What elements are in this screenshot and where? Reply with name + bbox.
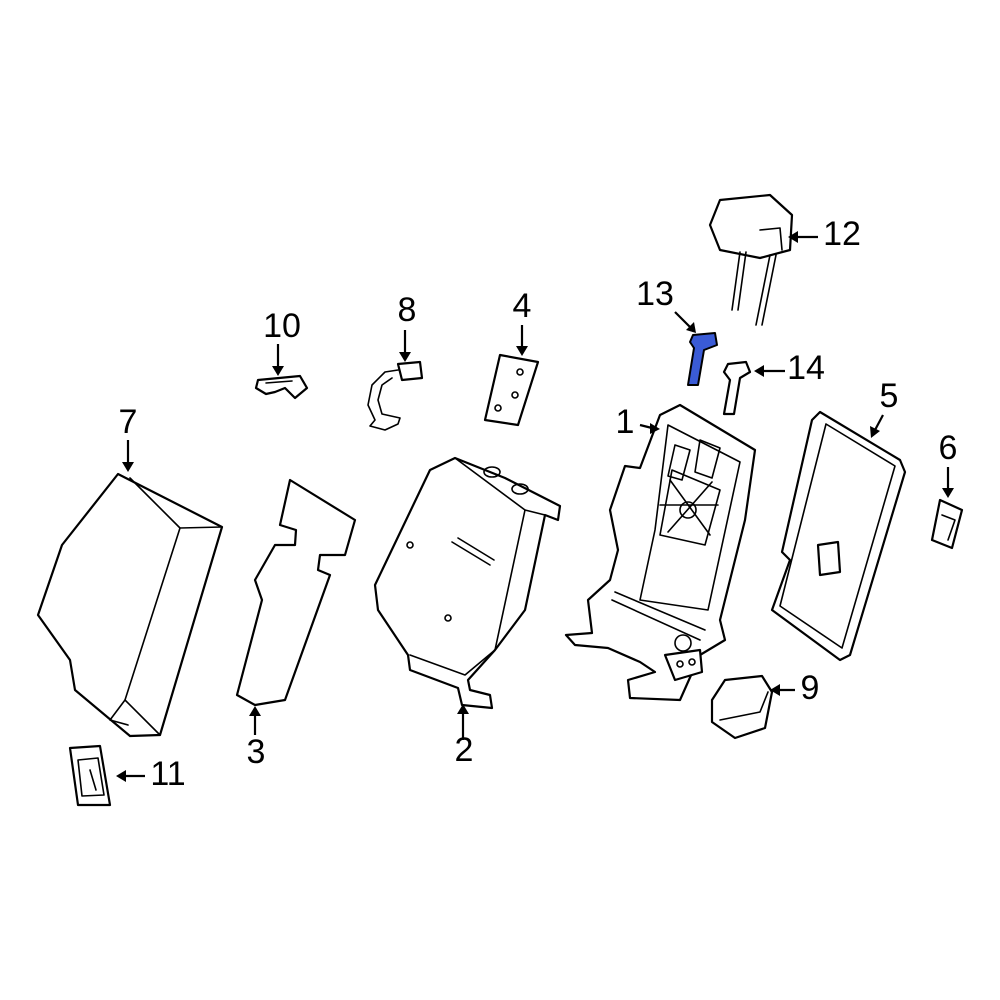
callout-5: 5 xyxy=(880,377,899,415)
callout-10: 10 xyxy=(263,307,301,345)
part-10-clip[interactable] xyxy=(254,374,309,400)
part-4-plate[interactable] xyxy=(483,353,540,427)
part-5-back-panel[interactable] xyxy=(770,410,907,662)
part-12-headrest[interactable] xyxy=(708,193,794,326)
part-7-seatback-cover[interactable] xyxy=(36,472,224,738)
callout-9: 9 xyxy=(801,669,820,707)
part-2-seatback-frame[interactable] xyxy=(373,456,562,710)
callout-1: 1 xyxy=(616,403,635,441)
callout-2: 2 xyxy=(455,731,474,769)
callout-13: 13 xyxy=(636,275,674,313)
callout-arrows xyxy=(116,231,954,782)
part-1-frame[interactable] xyxy=(564,403,757,702)
callout-6: 6 xyxy=(939,429,958,467)
part-6-clip[interactable] xyxy=(930,498,964,550)
callout-11: 11 xyxy=(150,755,185,793)
callout-3: 3 xyxy=(247,733,266,771)
part-11-bracket[interactable] xyxy=(68,744,112,807)
callout-4: 4 xyxy=(513,287,532,325)
part-8-harness[interactable] xyxy=(367,360,424,431)
callout-8: 8 xyxy=(398,291,417,329)
part-9-cover[interactable] xyxy=(710,674,774,740)
part-13-guide[interactable] xyxy=(687,332,718,386)
callout-7: 7 xyxy=(119,403,138,441)
callout-14: 14 xyxy=(787,349,825,387)
callout-12: 12 xyxy=(823,215,861,253)
part-3-pad[interactable] xyxy=(235,478,357,707)
part-14-guide[interactable] xyxy=(722,360,752,416)
